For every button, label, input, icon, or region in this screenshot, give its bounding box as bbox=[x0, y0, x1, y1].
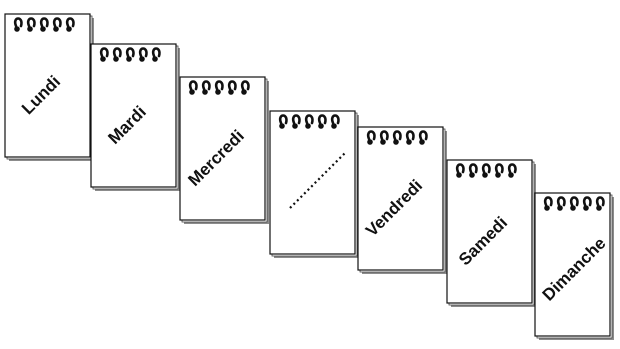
spiral-hole bbox=[27, 26, 33, 32]
notepad-page bbox=[179, 76, 266, 221]
spiral-ring bbox=[507, 163, 517, 174]
spiral-ring bbox=[330, 114, 340, 125]
spiral-hole bbox=[126, 56, 132, 62]
spiral-hole bbox=[14, 26, 20, 32]
spiral-hole bbox=[367, 139, 373, 145]
spiral-ring bbox=[405, 130, 415, 141]
spiral-hole bbox=[331, 123, 337, 129]
spiral-hole bbox=[456, 172, 462, 178]
spiral-ring bbox=[543, 196, 553, 207]
spiral-ring bbox=[26, 17, 36, 28]
notepad-mardi: Mardi bbox=[90, 43, 180, 191]
notepad-samedi: Samedi bbox=[446, 159, 536, 307]
spiral-hole bbox=[202, 89, 208, 95]
spiral-binding bbox=[366, 130, 428, 145]
spiral-ring bbox=[240, 80, 250, 91]
spiral-hole bbox=[380, 139, 386, 145]
spiral-hole bbox=[279, 123, 285, 129]
spiral-ring bbox=[595, 196, 605, 207]
spiral-hole bbox=[152, 56, 158, 62]
spiral-hole bbox=[544, 205, 550, 211]
spiral-hole bbox=[139, 56, 145, 62]
spiral-hole bbox=[40, 26, 46, 32]
spiral-ring bbox=[317, 114, 327, 125]
spiral-ring bbox=[494, 163, 504, 174]
spiral-ring bbox=[214, 80, 224, 91]
spiral-hole bbox=[189, 89, 195, 95]
spiral-hole bbox=[305, 123, 311, 129]
spiral-hole bbox=[570, 205, 576, 211]
spiral-hole bbox=[406, 139, 412, 145]
notepad-page bbox=[534, 192, 611, 337]
spiral-ring bbox=[455, 163, 465, 174]
spiral-hole bbox=[318, 123, 324, 129]
spiral-hole bbox=[100, 56, 106, 62]
spiral-binding bbox=[188, 80, 250, 95]
spiral-hole bbox=[113, 56, 119, 62]
spiral-hole bbox=[241, 89, 247, 95]
spiral-ring bbox=[582, 196, 592, 207]
dotted-placeholder-line bbox=[289, 151, 347, 209]
spiral-ring bbox=[379, 130, 389, 141]
spiral-binding bbox=[543, 196, 605, 211]
spiral-ring bbox=[304, 114, 314, 125]
spiral-ring bbox=[468, 163, 478, 174]
notepad-mercredi: Mercredi bbox=[179, 76, 269, 224]
spiral-hole bbox=[419, 139, 425, 145]
spiral-ring bbox=[366, 130, 376, 141]
notepad-page bbox=[357, 126, 444, 271]
spiral-ring bbox=[188, 80, 198, 91]
spiral-ring bbox=[13, 17, 23, 28]
spiral-hole bbox=[482, 172, 488, 178]
spiral-ring bbox=[112, 47, 122, 58]
spiral-ring bbox=[556, 196, 566, 207]
spiral-hole bbox=[53, 26, 59, 32]
notepad-page bbox=[90, 43, 177, 188]
spiral-hole bbox=[495, 172, 501, 178]
spiral-binding bbox=[99, 47, 161, 62]
spiral-ring bbox=[278, 114, 288, 125]
spiral-ring bbox=[291, 114, 301, 125]
spiral-ring bbox=[151, 47, 161, 58]
spiral-ring bbox=[65, 17, 75, 28]
notepad-page bbox=[4, 13, 91, 158]
notepad-blank bbox=[269, 110, 359, 258]
spiral-hole bbox=[557, 205, 563, 211]
spiral-ring bbox=[125, 47, 135, 58]
spiral-hole bbox=[469, 172, 475, 178]
spiral-binding bbox=[455, 163, 517, 178]
spiral-ring bbox=[138, 47, 148, 58]
spiral-hole bbox=[228, 89, 234, 95]
spiral-hole bbox=[66, 26, 72, 32]
notepad-page bbox=[446, 159, 533, 304]
spiral-hole bbox=[583, 205, 589, 211]
spiral-hole bbox=[215, 89, 221, 95]
spiral-binding bbox=[278, 114, 340, 129]
spiral-hole bbox=[393, 139, 399, 145]
spiral-hole bbox=[292, 123, 298, 129]
spiral-hole bbox=[596, 205, 602, 211]
spiral-ring bbox=[99, 47, 109, 58]
spiral-binding bbox=[13, 17, 75, 32]
spiral-ring bbox=[201, 80, 211, 91]
spiral-ring bbox=[418, 130, 428, 141]
spiral-ring bbox=[481, 163, 491, 174]
notepad-dimanche: Dimanche bbox=[534, 192, 614, 340]
spiral-ring bbox=[52, 17, 62, 28]
spiral-ring bbox=[39, 17, 49, 28]
spiral-ring bbox=[227, 80, 237, 91]
notepad-vendredi: Vendredi bbox=[357, 126, 447, 274]
spiral-ring bbox=[392, 130, 402, 141]
notepad-page bbox=[269, 110, 356, 255]
spiral-hole bbox=[508, 172, 514, 178]
notepad-lundi: Lundi bbox=[4, 13, 94, 161]
spiral-ring bbox=[569, 196, 579, 207]
